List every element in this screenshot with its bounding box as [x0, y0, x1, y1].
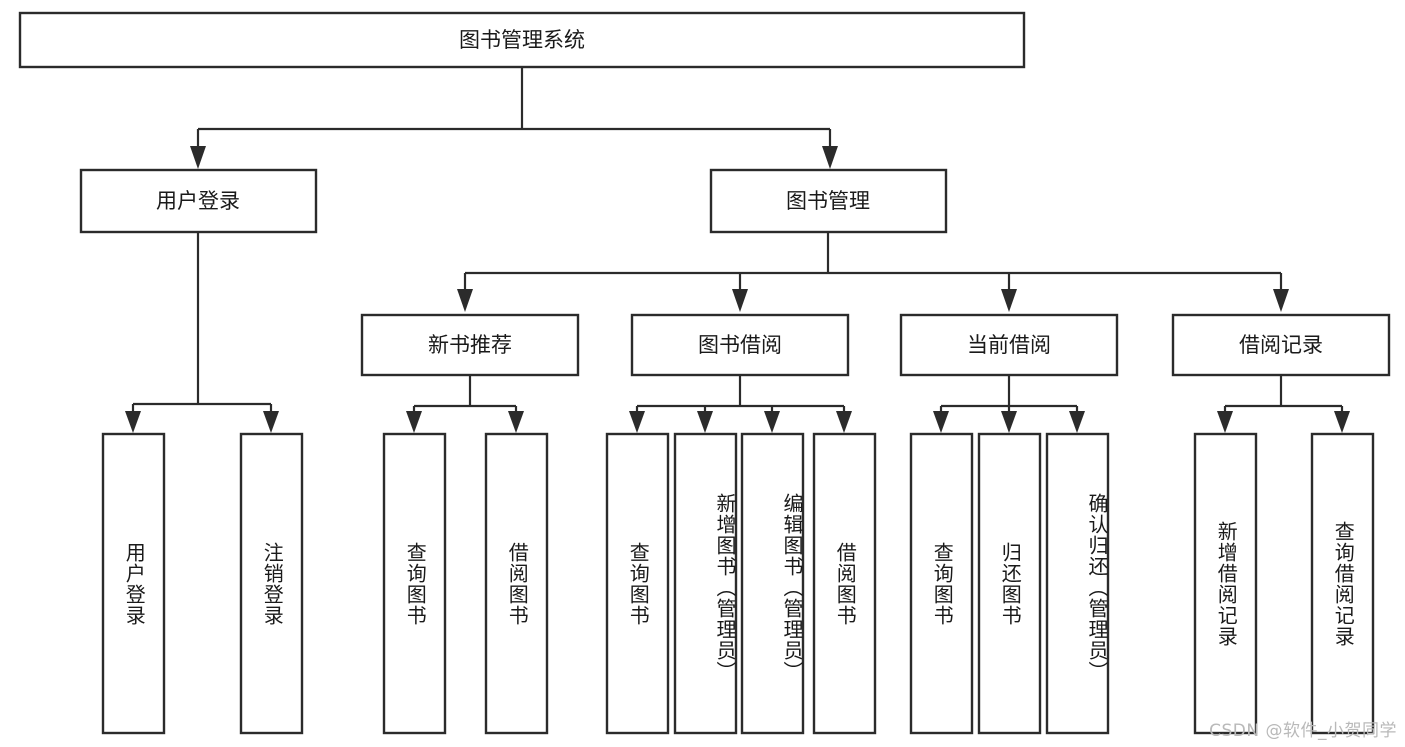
- leaf-return-book-box[interactable]: [977, 432, 1042, 735]
- leaf-query-book-1-box[interactable]: [382, 432, 447, 735]
- connector-root-to-level2: [190, 67, 838, 169]
- arrow-head-icon: [508, 411, 524, 433]
- arrow-head-icon: [1273, 289, 1289, 312]
- leaf-confirm-return-box[interactable]: [1045, 432, 1110, 735]
- arrow-head-icon: [697, 411, 713, 433]
- node-current-borrow-box[interactable]: [899, 313, 1119, 377]
- node-new-book-recommend-label: 新书推荐: [428, 333, 512, 357]
- node-new-book-recommend[interactable]: 新书推荐: [360, 313, 580, 377]
- node-current-borrow[interactable]: 当前借阅: [899, 313, 1119, 377]
- node-borrow-record-label: 借阅记录: [1239, 333, 1323, 357]
- leaf-logout-login-box[interactable]: [239, 432, 304, 735]
- node-root-label: 图书管理系统: [459, 28, 585, 52]
- watermark-text: CSDN @软件_小贺同学: [1209, 721, 1397, 741]
- node-new-book-recommend-box[interactable]: [360, 313, 580, 377]
- arrow-head-icon: [732, 289, 748, 312]
- node-user-login-box[interactable]: [79, 168, 318, 234]
- leaf-edit-book-box[interactable]: [740, 432, 805, 735]
- node-root-box[interactable]: [18, 11, 1026, 69]
- arrow-head-icon: [822, 146, 838, 169]
- node-current-borrow-label: 当前借阅: [967, 333, 1051, 357]
- arrow-head-icon: [1334, 411, 1350, 433]
- arrow-head-icon: [190, 146, 206, 169]
- node-book-borrow[interactable]: 图书借阅: [630, 313, 850, 377]
- arrow-head-icon: [125, 411, 141, 433]
- node-user-login-label: 用户登录: [156, 189, 240, 213]
- arrow-head-icon: [263, 411, 279, 433]
- connector-new-book-recommend-to-leaves: [406, 375, 524, 433]
- arrow-head-icon: [933, 411, 949, 433]
- connector-book-borrow-to-leaves: [629, 375, 852, 433]
- leaf-query-record-box[interactable]: [1310, 432, 1375, 735]
- leaf-query-book-2-box[interactable]: [605, 432, 670, 735]
- arrow-head-icon: [457, 289, 473, 312]
- leaf-borrow-book-1-box[interactable]: [484, 432, 549, 735]
- connector-book-manage-to-level3: [457, 232, 1289, 312]
- node-book-manage-label: 图书管理: [786, 189, 870, 213]
- leaf-query-book-3-box[interactable]: [909, 432, 974, 735]
- node-borrow-record[interactable]: 借阅记录: [1171, 313, 1391, 377]
- arrow-head-icon: [836, 411, 852, 433]
- connector-current-borrow-to-leaves: [933, 375, 1085, 433]
- arrow-head-icon: [764, 411, 780, 433]
- connector-user-login-to-leaves: [125, 232, 279, 433]
- leaf-borrow-book-2-box[interactable]: [812, 432, 877, 735]
- arrow-head-icon: [1001, 411, 1017, 433]
- leaf-user-login-box[interactable]: [101, 432, 166, 735]
- arrow-head-icon: [629, 411, 645, 433]
- node-user-login[interactable]: 用户登录: [79, 168, 318, 234]
- arrow-head-icon: [406, 411, 422, 433]
- node-book-borrow-label: 图书借阅: [698, 333, 782, 357]
- arrow-head-icon: [1001, 289, 1017, 312]
- connector-borrow-record-to-leaves: [1217, 375, 1350, 433]
- leaf-add-record-box[interactable]: [1193, 432, 1258, 735]
- arrow-head-icon: [1217, 411, 1233, 433]
- node-book-manage[interactable]: 图书管理: [709, 168, 948, 234]
- leaf-add-book-box[interactable]: [673, 432, 738, 735]
- arrow-head-icon: [1069, 411, 1085, 433]
- node-root[interactable]: 图书管理系统: [18, 11, 1026, 69]
